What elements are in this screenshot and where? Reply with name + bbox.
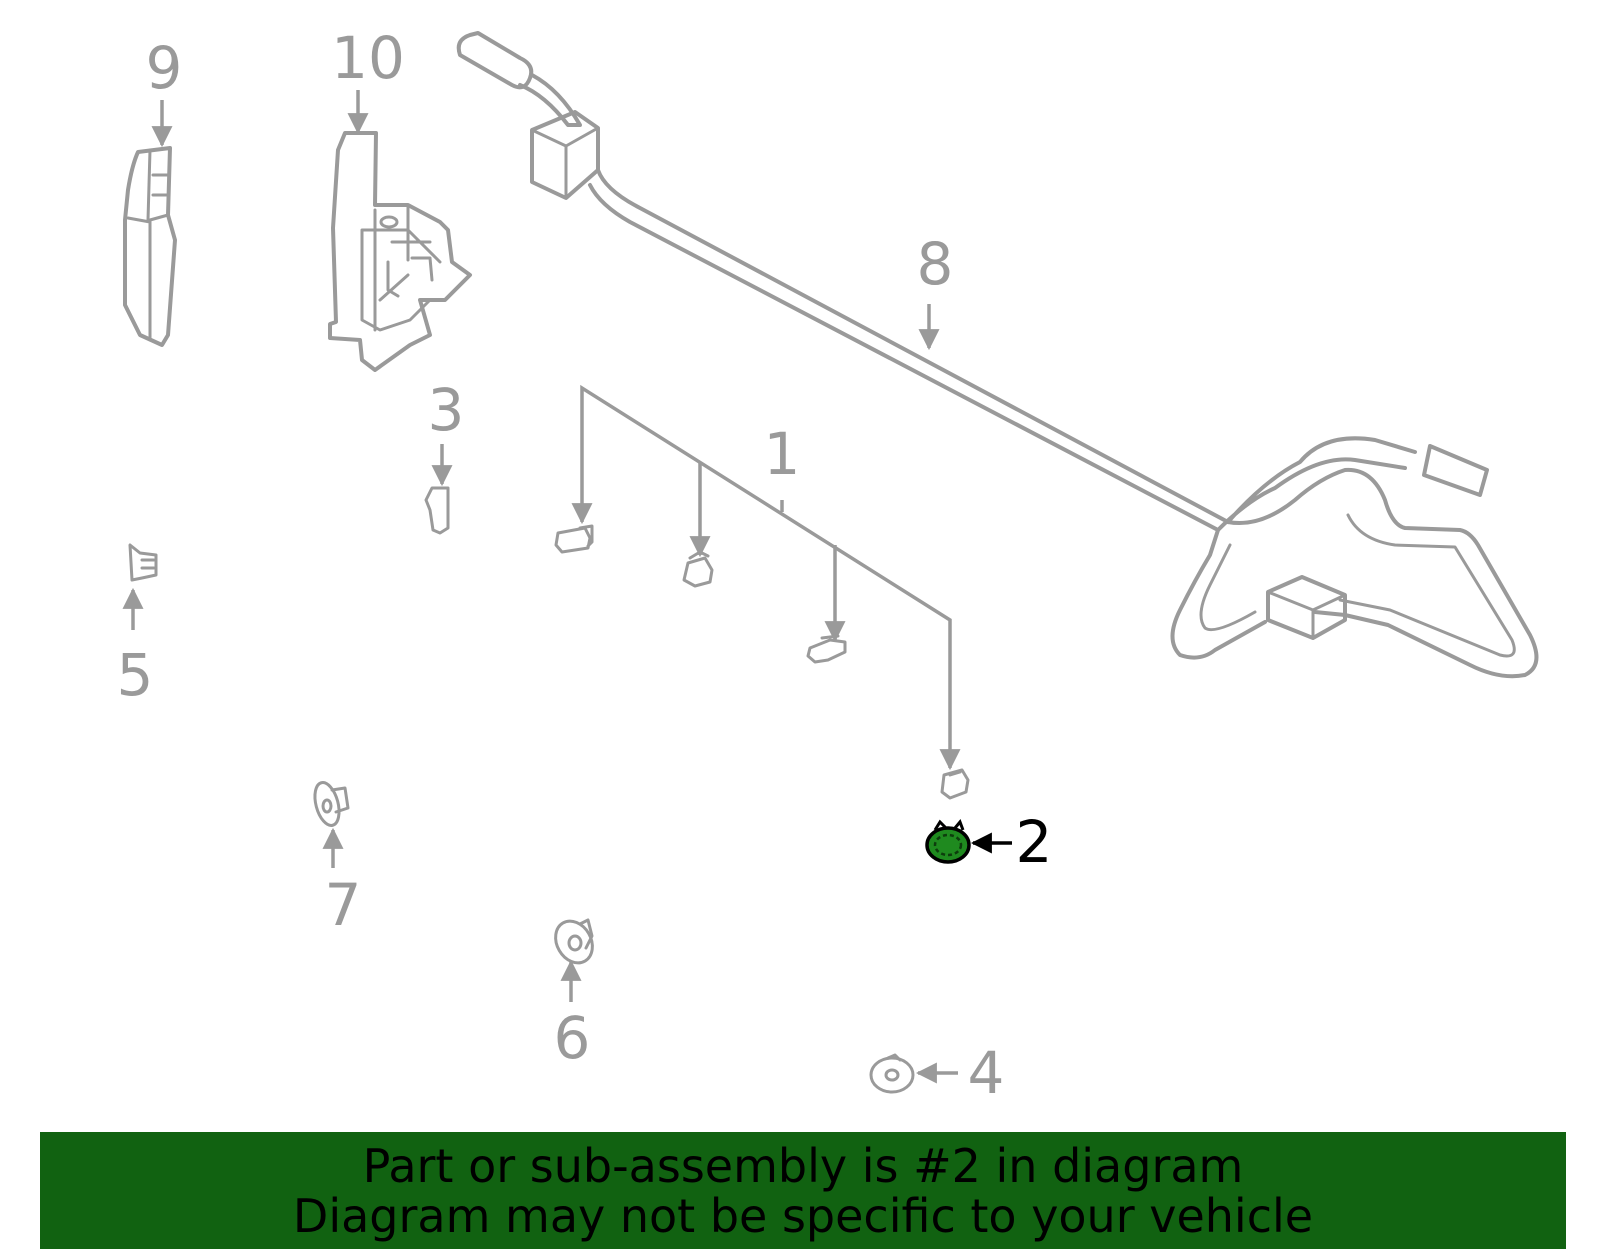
part-8-main-harness [456, 31, 1539, 679]
callout-4: 4 [968, 1039, 1005, 1107]
part-1-sub-harness [554, 384, 970, 800]
callout-5: 5 [117, 641, 154, 709]
callout-2: 2 [1016, 808, 1053, 876]
callout-6: 6 [554, 1004, 591, 1072]
part-3-clip [424, 444, 453, 535]
part-4-grommet [869, 1053, 958, 1094]
banner-line-1: Part or sub-assembly is #2 in diagram [362, 1138, 1244, 1193]
part-6-clip [554, 918, 594, 1002]
callout-3: 3 [428, 376, 465, 444]
callout-8: 8 [917, 230, 954, 298]
callout-9: 9 [146, 34, 183, 102]
part-10-bracket-assembly [328, 131, 472, 372]
part-5-push-pin [122, 543, 158, 630]
info-banner: Part or sub-assembly is #2 in diagram Di… [40, 1132, 1566, 1249]
part-7-clip [313, 781, 350, 868]
callout-7: 7 [325, 871, 362, 939]
banner-line-2: Diagram may not be specific to your vehi… [292, 1188, 1314, 1243]
part-2-highlighted-clip[interactable] [925, 819, 971, 864]
callout-1: 1 [764, 420, 801, 488]
part-9-trim-panel [123, 146, 177, 347]
callout-10: 10 [331, 24, 405, 92]
